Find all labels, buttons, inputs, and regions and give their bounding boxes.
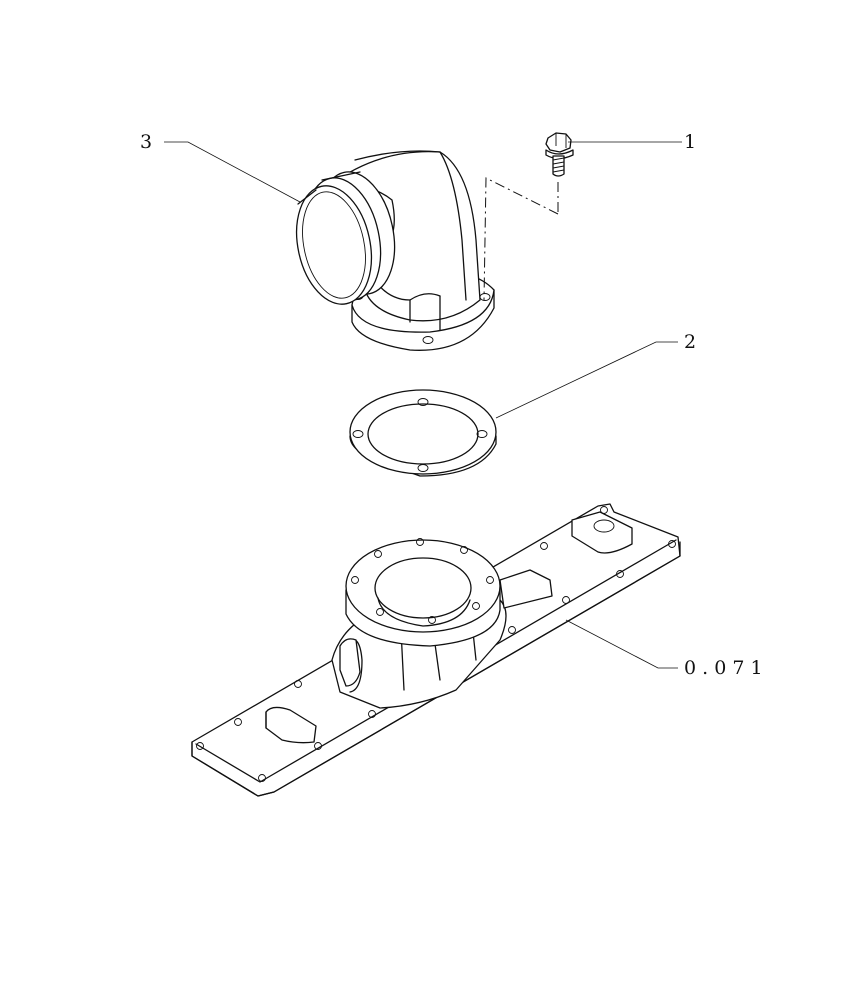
callout-3: 3 bbox=[140, 131, 152, 153]
callout-reference: 0 . 0 7 1 bbox=[684, 657, 763, 679]
callout-2: 2 bbox=[684, 331, 696, 353]
bolt-icon bbox=[545, 132, 574, 177]
elbow-pipe-icon bbox=[295, 150, 495, 351]
leader-lines bbox=[164, 141, 682, 669]
gasket-icon bbox=[349, 389, 497, 477]
intake-manifold-icon bbox=[191, 503, 681, 797]
callout-1: 1 bbox=[684, 131, 696, 153]
